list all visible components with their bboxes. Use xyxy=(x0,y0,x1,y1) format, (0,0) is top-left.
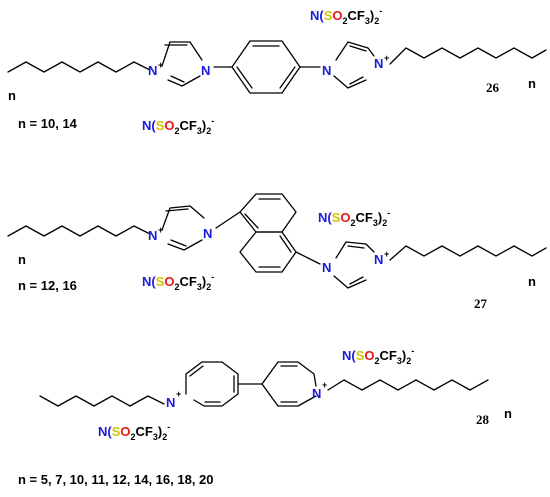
chain-label-n: n xyxy=(528,76,536,91)
nitrogen-atom: N xyxy=(374,252,383,267)
svg-text:N(SO2CF3)2-: N(SO2CF3)2- xyxy=(142,272,214,292)
naphthalene-ring xyxy=(239,193,297,273)
right-imidazolium-ring xyxy=(333,241,375,289)
left-alkyl-chain xyxy=(7,225,151,237)
left-imidazolium-ring xyxy=(161,205,205,251)
compound-number: 27 xyxy=(474,296,488,311)
right-alkyl-chain xyxy=(389,245,547,261)
right-alkyl-chain xyxy=(327,379,489,391)
n-values-label: n = 10, 14 xyxy=(18,116,78,131)
right-pyridinium-ring xyxy=(261,361,317,407)
left-alkyl-chain xyxy=(39,395,165,407)
anion-label: N(SO2CF3)2- xyxy=(318,208,390,228)
charge-plus: + xyxy=(384,249,389,259)
svg-text:N(SO2CF3)2-: N(SO2CF3)2- xyxy=(342,346,414,366)
svg-text:N(SO2CF3)2-: N(SO2CF3)2- xyxy=(310,6,382,26)
charge-plus: + xyxy=(158,60,163,70)
nitrogen-atom: N xyxy=(203,226,212,241)
svg-text:N(SO2CF3)2-: N(SO2CF3)2- xyxy=(318,208,390,228)
compound-number: 28 xyxy=(476,412,490,427)
anion-label: N(SO2CF3)2- xyxy=(98,422,170,442)
anion-label: N(SO2CF3)2- xyxy=(142,116,214,136)
n-values-label: n = 5, 7, 10, 11, 12, 14, 16, 18, 20 xyxy=(18,472,214,487)
nitrogen-atom: N xyxy=(374,56,383,71)
right-alkyl-chain xyxy=(389,47,547,65)
structure-26: N + N N N + n n 26 n = 10, 14 N( xyxy=(7,6,547,136)
chain-label-n: n xyxy=(528,274,536,289)
anion-label: N(SO2CF3)2- xyxy=(342,346,414,366)
charge-plus: + xyxy=(384,53,389,63)
compound-number: 26 xyxy=(486,80,500,95)
structure-28: N + N + n 28 n = 5, 7, 10, 11, 12, 14, 1… xyxy=(18,346,512,487)
svg-text:N(SO2CF3)2-: N(SO2CF3)2- xyxy=(98,422,170,442)
left-alkyl-chain xyxy=(7,61,151,73)
nitrogen-atom: N xyxy=(312,386,321,401)
chain-label-n: n xyxy=(8,88,16,103)
left-imidazolium-ring xyxy=(161,41,203,87)
nitrogen-atom: N xyxy=(166,395,175,410)
n-values-label: n = 12, 16 xyxy=(18,278,77,293)
nitrogen-atom: N xyxy=(201,63,210,78)
chain-label-n: n xyxy=(504,406,512,421)
anion-label: N(SO2CF3)2- xyxy=(310,6,382,26)
nitrogen-atom: N xyxy=(148,63,157,78)
left-pyridinium-ring xyxy=(185,361,239,407)
charge-plus: + xyxy=(176,389,181,399)
nitrogen-atom: N xyxy=(322,260,331,275)
charge-plus: + xyxy=(158,225,163,235)
chain-label-n: n xyxy=(18,252,26,267)
nitrogen-atom: N xyxy=(322,63,331,78)
svg-text:N(SO2CF3)2-: N(SO2CF3)2- xyxy=(142,116,214,136)
right-imidazolium-ring xyxy=(333,41,375,89)
nitrogen-atom: N xyxy=(148,228,157,243)
benzene-ring xyxy=(231,40,301,94)
anion-label: N(SO2CF3)2- xyxy=(142,272,214,292)
structure-27: N + N N N + n n 27 n = 12, 16 N(SO2CF3)2… xyxy=(7,193,547,311)
charge-plus: + xyxy=(322,380,327,390)
